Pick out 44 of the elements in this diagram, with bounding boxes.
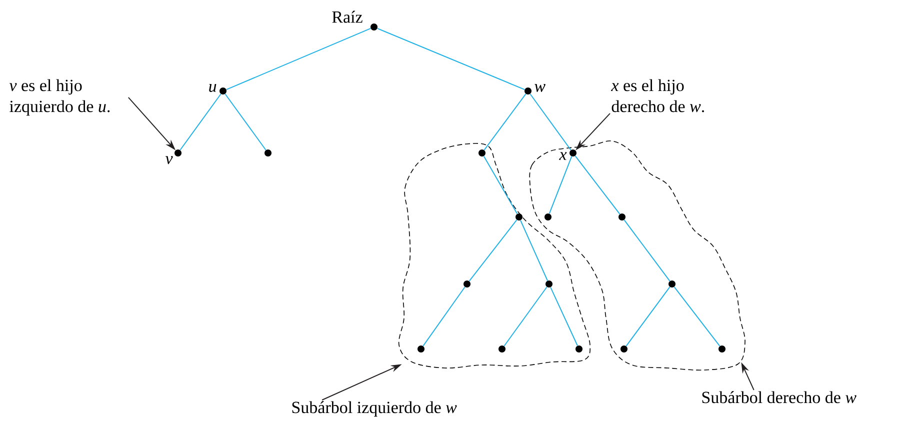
subtree-outline	[398, 143, 591, 368]
tree-edge	[530, 94, 572, 150]
tree-edge	[224, 94, 266, 150]
vertex-dot	[546, 280, 552, 288]
vertex-dot	[174, 150, 182, 156]
vertex-dot	[668, 280, 676, 288]
tree-edge	[574, 155, 620, 215]
vertex-dot	[718, 346, 726, 352]
vertex-label: u	[209, 84, 216, 92]
annotation-text: Subárbol izquierdo de w	[292, 401, 457, 417]
tree-edge	[226, 28, 372, 90]
vertex-dot	[570, 150, 576, 156]
tree-edge	[504, 286, 548, 346]
tree-edge	[548, 156, 572, 214]
vertex-dot	[264, 150, 272, 156]
tree-edge	[624, 219, 670, 282]
annotation-text: x es el hijo derecho de w.	[611, 79, 704, 112]
vertex-dot	[370, 24, 378, 30]
tree-edge	[484, 93, 526, 151]
vertex-dot	[498, 346, 506, 352]
annotation-text: v es el hijo izquierdo de u.	[9, 79, 110, 116]
vertex-dot	[544, 214, 552, 220]
vertex-dot	[478, 150, 486, 156]
tree-edge	[468, 219, 518, 282]
vertex-dot	[618, 214, 626, 220]
subtree-outline	[529, 140, 746, 371]
vertex-dot	[576, 346, 582, 352]
vertex-dot	[516, 214, 522, 220]
vertex-label: Raíz	[332, 10, 362, 23]
annotation-text: Subárbol derecho de w	[702, 391, 856, 404]
tree-edge	[520, 220, 548, 282]
tree-edge	[180, 94, 222, 150]
vertex-dot	[620, 346, 628, 352]
tree-edge	[674, 286, 720, 347]
tree-edge	[626, 286, 670, 347]
tree-edge	[376, 28, 526, 90]
vertex-dot	[524, 88, 532, 94]
vertex-dot	[220, 88, 226, 94]
vertex-label: v	[166, 156, 173, 164]
vertex-label: w	[534, 84, 546, 92]
vertex-label: x	[559, 152, 567, 160]
tree-edge	[483, 156, 518, 214]
vertex-dot	[464, 280, 470, 288]
vertex-dot	[418, 346, 424, 352]
